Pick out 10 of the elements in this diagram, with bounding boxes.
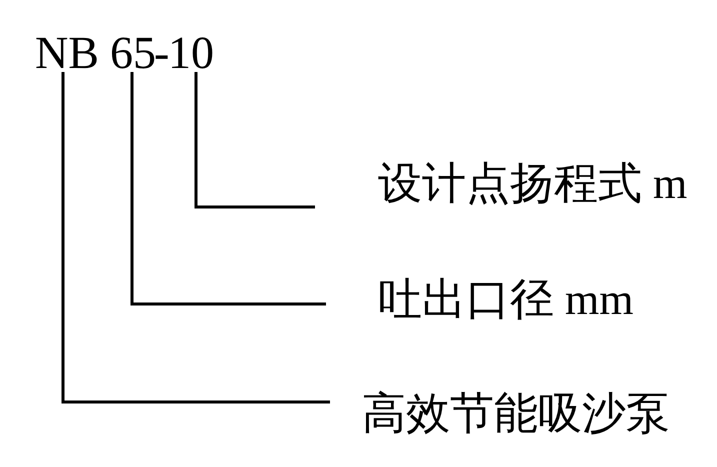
leader-line [62, 72, 330, 404]
explanation-label: 高效节能吸沙泵 [362, 392, 670, 436]
leader-line [194, 72, 315, 208]
leader-line [130, 72, 326, 306]
explanation-label: 吐出口径 mm [378, 278, 634, 322]
model-code-label: 10 [168, 33, 214, 72]
model-code-label: 65 [110, 33, 156, 72]
model-code-label: NB [35, 33, 99, 72]
hyphen-label: - [154, 33, 170, 72]
explanation-label: 设计点扬程式 m [378, 162, 688, 206]
